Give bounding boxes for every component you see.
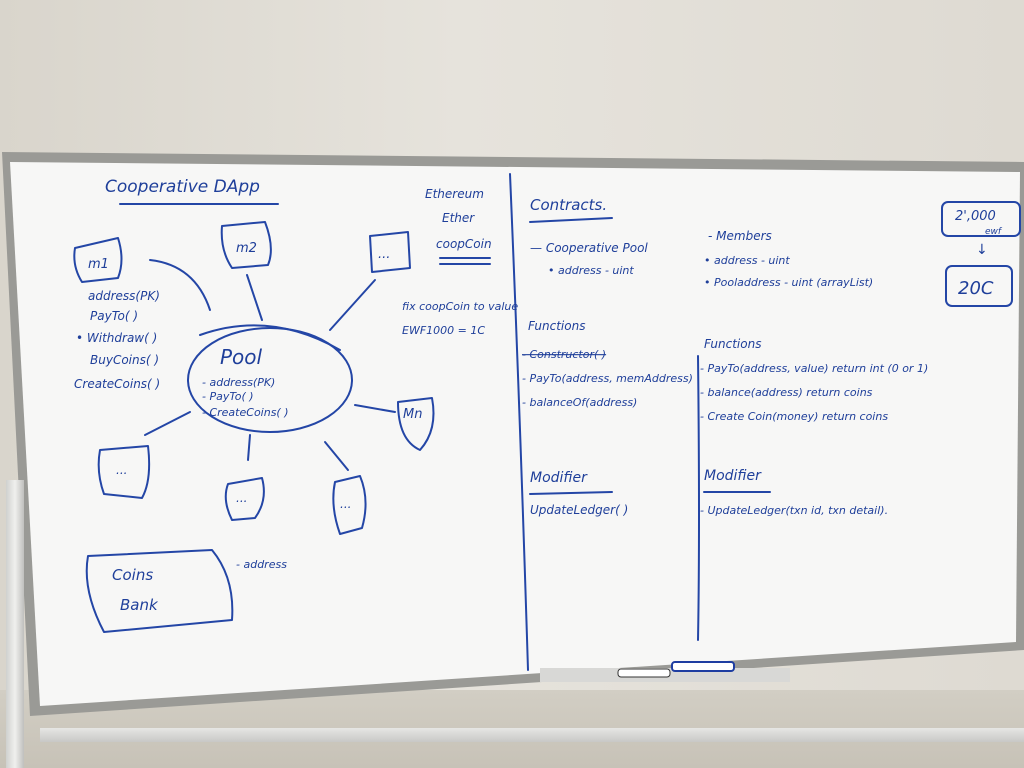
contracts-pool-sub: • address - uint bbox=[548, 264, 634, 277]
coins-bank-node bbox=[85, 549, 234, 633]
member-m2-node bbox=[220, 221, 272, 269]
member-bottom-1-node bbox=[97, 445, 151, 499]
pool-item-0: - address(PK) bbox=[202, 376, 275, 389]
contracts-functions-heading: Functions bbox=[528, 319, 585, 333]
pool-outline-extra bbox=[199, 324, 341, 351]
members-heading: - Members bbox=[708, 229, 772, 243]
marker-blue bbox=[671, 661, 735, 672]
contracts-modifier-item: UpdateLedger( ) bbox=[530, 503, 628, 517]
arrow-a-pool bbox=[144, 411, 191, 436]
m2-label: m2 bbox=[236, 241, 257, 256]
corner-amount: 2',000 bbox=[955, 209, 996, 224]
dots-label-1: ... bbox=[116, 463, 127, 477]
column-divider-right bbox=[697, 355, 700, 641]
members-item-1: • Pooladdress - uint (arrayList) bbox=[704, 276, 873, 289]
pool-title: Pool bbox=[220, 345, 263, 369]
dots-label-3: ... bbox=[340, 497, 351, 511]
corner-unit: ewf bbox=[985, 227, 1003, 237]
member-m1-node bbox=[73, 237, 123, 283]
m1-note-2: • Withdraw( ) bbox=[76, 331, 157, 345]
pool-node bbox=[187, 327, 353, 433]
arrow-m2-pool bbox=[246, 274, 263, 321]
bank-note: - address bbox=[236, 558, 287, 571]
members-functions-heading: Functions bbox=[704, 337, 761, 351]
modifier-underline bbox=[529, 491, 613, 495]
pool-item-1: - PayTo( ) bbox=[202, 390, 254, 403]
arrow-c-pool bbox=[324, 441, 349, 471]
whiteboard: Cooperative DApp m1 address(PK) PayTo( )… bbox=[2, 152, 1024, 716]
member-bottom-3-node bbox=[332, 475, 367, 535]
corner-result: 20C bbox=[958, 278, 994, 299]
pool-item-2: - CreateCoins( ) bbox=[202, 406, 289, 419]
ethereum-label: Ethereum bbox=[425, 187, 484, 201]
contracts-function-0: - Constructor( ) bbox=[522, 348, 606, 361]
m1-note-0: address(PK) bbox=[88, 289, 160, 303]
corner-amount-box bbox=[941, 201, 1021, 237]
arrow-mn-pool bbox=[354, 404, 396, 413]
contracts-modifier-heading: Modifier bbox=[530, 470, 588, 486]
arrow-dots-pool bbox=[329, 279, 376, 331]
m1-label: m1 bbox=[88, 257, 109, 272]
contracts-heading: Contracts. bbox=[530, 196, 607, 214]
whiteboard-surface bbox=[10, 162, 1020, 706]
member-mn-node bbox=[397, 397, 435, 451]
dots-label-top: ... bbox=[378, 247, 390, 262]
m1-note-4: CreateCoins( ) bbox=[74, 377, 160, 391]
members-modifier-item: - UpdateLedger(txn id, txn detail). bbox=[700, 504, 888, 517]
dots-label-2: ... bbox=[236, 491, 247, 505]
bank-line-2: Bank bbox=[120, 596, 159, 614]
members-modifier-heading: Modifier bbox=[704, 468, 762, 484]
fix-line-1: fix coopCoin to value bbox=[402, 300, 518, 313]
contracts-function-1: - PayTo(address, memAddress) bbox=[522, 372, 693, 385]
arrow-b-pool bbox=[247, 434, 251, 461]
corner-arrow: ↓ bbox=[976, 242, 988, 258]
marker-white bbox=[617, 668, 671, 678]
arrow-m1-pool bbox=[149, 259, 211, 311]
members-function-1: - balance(address) return coins bbox=[700, 386, 873, 399]
diagram-title: Cooperative DApp bbox=[105, 177, 260, 197]
easel-bar bbox=[40, 728, 1024, 742]
member-bottom-2-node bbox=[224, 477, 265, 521]
contracts-function-2: - balanceOf(address) bbox=[522, 396, 637, 409]
contracts-pool-line: — Cooperative Pool bbox=[530, 241, 648, 255]
m1-note-3: BuyCoins( ) bbox=[90, 353, 159, 367]
members-function-0: - PayTo(address, value) return int (0 or… bbox=[700, 362, 928, 375]
members-item-0: • address - uint bbox=[704, 254, 790, 267]
bank-line-1: Coins bbox=[112, 566, 153, 584]
easel-leg bbox=[6, 480, 24, 768]
ether-label: Ether bbox=[442, 211, 475, 225]
column-divider bbox=[509, 173, 529, 671]
corner-result-box bbox=[945, 265, 1013, 307]
members-function-2: - Create Coin(money) return coins bbox=[700, 410, 888, 423]
member-dots-node bbox=[369, 231, 411, 273]
fix-line-2: EWF1000 = 1C bbox=[402, 324, 485, 337]
m1-note-1: PayTo( ) bbox=[90, 309, 138, 323]
coopcoin-label: coopCoin bbox=[436, 237, 492, 251]
mn-label: Mn bbox=[403, 407, 422, 422]
contracts-underline bbox=[529, 217, 613, 223]
